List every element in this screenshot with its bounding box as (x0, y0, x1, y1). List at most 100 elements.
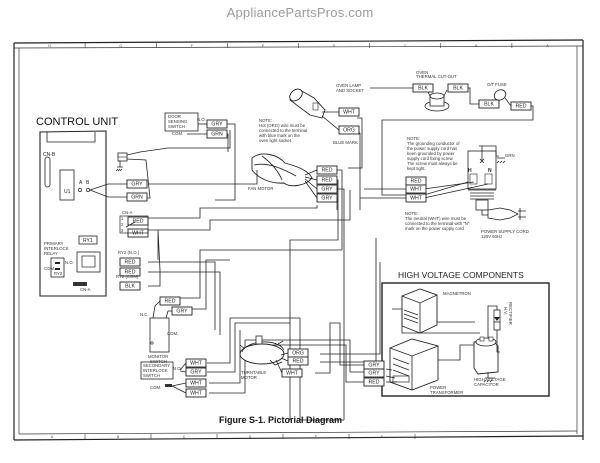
wire-tag-red: RED (405, 176, 427, 186)
power-plug (487, 207, 519, 221)
secondary-switch-label-2: INTERLOCK (143, 368, 168, 373)
monitor-switch-label-2: SWITCH (150, 359, 167, 364)
wire-tag-red: RED (363, 377, 385, 387)
wire-tag-gry: GRY (171, 306, 193, 316)
oven-lamp-label-2: AND SOCKET (336, 88, 364, 93)
oven-lamp-note-2: connected to the terminal (259, 128, 307, 133)
cn-a-pin-3: 3 (121, 228, 124, 233)
wire-tag-label: WHT (410, 186, 423, 192)
secondary-interlock-switch: SECONDARY INTERLOCK SWITCH N.O. COM. (140, 361, 187, 394)
wire-tag-label: BLK (418, 85, 428, 91)
secondary-switch-label: SECONDARY (143, 363, 170, 368)
power-cord-label: POWER SUPPLY CORD (481, 229, 529, 234)
wire-tag-label: GRY (176, 308, 188, 314)
door-sensing-switch: DOOR SENSING SWITCH N.O. COM. (164, 112, 236, 201)
wire-tag-wht: WHT (185, 388, 207, 398)
wire-tag-label: RED (322, 167, 333, 173)
grid-label: F (381, 435, 383, 439)
monitor-switch-com: COM. (167, 331, 178, 336)
grid-label: C (183, 435, 186, 439)
ry1-relay (78, 235, 98, 245)
wire-tag-blk: BLK (119, 281, 141, 291)
grid-label: D (249, 435, 252, 439)
grid-label: D (333, 44, 336, 48)
transformer-label: POWER (430, 385, 446, 390)
neutral-note-3: mark on the power supply cord (405, 226, 464, 231)
oven-lamp: OVEN LAMP AND SOCKET BLUE MARK NOTE: Hot… (259, 83, 364, 210)
thermal-cutout-label-2: THERMAL CUT-OUT (416, 74, 457, 79)
ry1-label: RY1 (83, 238, 93, 244)
wire-tag-label: RED (125, 259, 136, 265)
wire-tag-blk: BLK (412, 83, 434, 93)
power-transformer (389, 338, 439, 391)
oven-lamp-label: OVEN LAMP (336, 83, 361, 88)
cn-a-pin-2: 2 (121, 222, 124, 227)
display-window (76, 251, 101, 273)
grid-label: H (48, 44, 51, 48)
wire-tag-label: WHT (410, 195, 423, 201)
turntable-motor: TURNTABLE MOTOR (239, 335, 289, 380)
wire-tag-label: GRY (368, 370, 380, 376)
power-note-3: been grounded by power (407, 151, 455, 156)
wire-tag-wht: WHT (281, 368, 303, 378)
oven-lamp-note-3: with blue mark on the (259, 133, 300, 138)
wire-tag-label: WHT (343, 109, 356, 115)
wire-tag-label: GRY (211, 121, 223, 127)
neutral-note: The neutral (WHT) wire must be (405, 216, 467, 221)
turntable-motor-label-2: MOTOR (241, 375, 257, 380)
door-switch-no: N.O. (197, 117, 206, 122)
wire-tag-red: RED (510, 101, 532, 111)
neutral-note-title: NOTE: (405, 211, 418, 216)
grid-label: G (119, 44, 122, 48)
monitor-switch-nc: N.C. (140, 312, 149, 317)
thermal-cutout-label: OVEN (416, 70, 428, 75)
cn-b-label: CN-B (43, 152, 56, 158)
door-switch-com: COM. (172, 131, 183, 136)
wire-tag-wht: WHT (185, 378, 207, 388)
wire-tag-org: ORG (338, 125, 360, 135)
wire-tag-label: GRY (321, 186, 333, 192)
wire-tag-red: RED (316, 175, 338, 185)
cn-a-label: CN-A (122, 210, 133, 215)
wire-tag-gry: GRY (363, 368, 385, 378)
relay-com-label: COM. (44, 266, 55, 271)
ry2-no-label: RY2 (N.O.) (118, 250, 140, 255)
magnetron-label: MAGNETRON (443, 291, 471, 296)
wire-tag-red: RED (159, 296, 181, 306)
wire-tag-wht: WHT (405, 193, 427, 203)
transformer-label-2: TRANSFORMER (430, 390, 463, 395)
wire-tag-label: WHT (190, 390, 203, 396)
wire-tag-gry: GRY (126, 179, 148, 189)
secondary-switch-com: COM. (150, 385, 161, 390)
harness-wires (89, 170, 381, 421)
terminal-b-label: B (86, 180, 90, 186)
oven-lamp-note-4: oven light socket. (259, 138, 292, 143)
h-terminal-label: H (468, 168, 472, 174)
wire-tag-label: GRY (321, 195, 333, 201)
secondary-switch-no: N.O. (173, 366, 182, 371)
relay-no-label: N.O. (65, 260, 74, 265)
cn-b-connector (44, 156, 51, 188)
wire-tag-label: WHT (190, 360, 203, 366)
wire-tag-grn: GRN (126, 192, 148, 202)
monitor-switch-label: MONITOR (148, 354, 168, 359)
turntable-motor-label: TURNTABLE (241, 370, 266, 375)
wire-tag-gry: GRY (316, 193, 338, 203)
wire-tag-wht: WHT (338, 107, 360, 117)
capacitor-label-2: CAPACITOR (474, 382, 499, 387)
wire-tag-label: RED (133, 218, 144, 224)
wire-tag-label: WHT (190, 380, 203, 386)
ot-fuse-label: O/T FUSE (487, 82, 507, 87)
rectifier-label: H.V. (503, 307, 508, 315)
ic-label: U1 (64, 189, 71, 195)
wire-tag-label: RED (125, 269, 136, 275)
wire-tag-red: RED (119, 257, 141, 267)
wire-tag-red: RED (287, 356, 309, 366)
power-note-2: the power supply cord has (407, 146, 457, 151)
wire-tag-label: RED (369, 379, 380, 385)
wire-tag-label: RED (322, 177, 333, 183)
wire-tag-label: RED (411, 178, 422, 184)
primary-relay-label-3: RELAY (44, 251, 58, 256)
grid-label: B (117, 435, 120, 439)
